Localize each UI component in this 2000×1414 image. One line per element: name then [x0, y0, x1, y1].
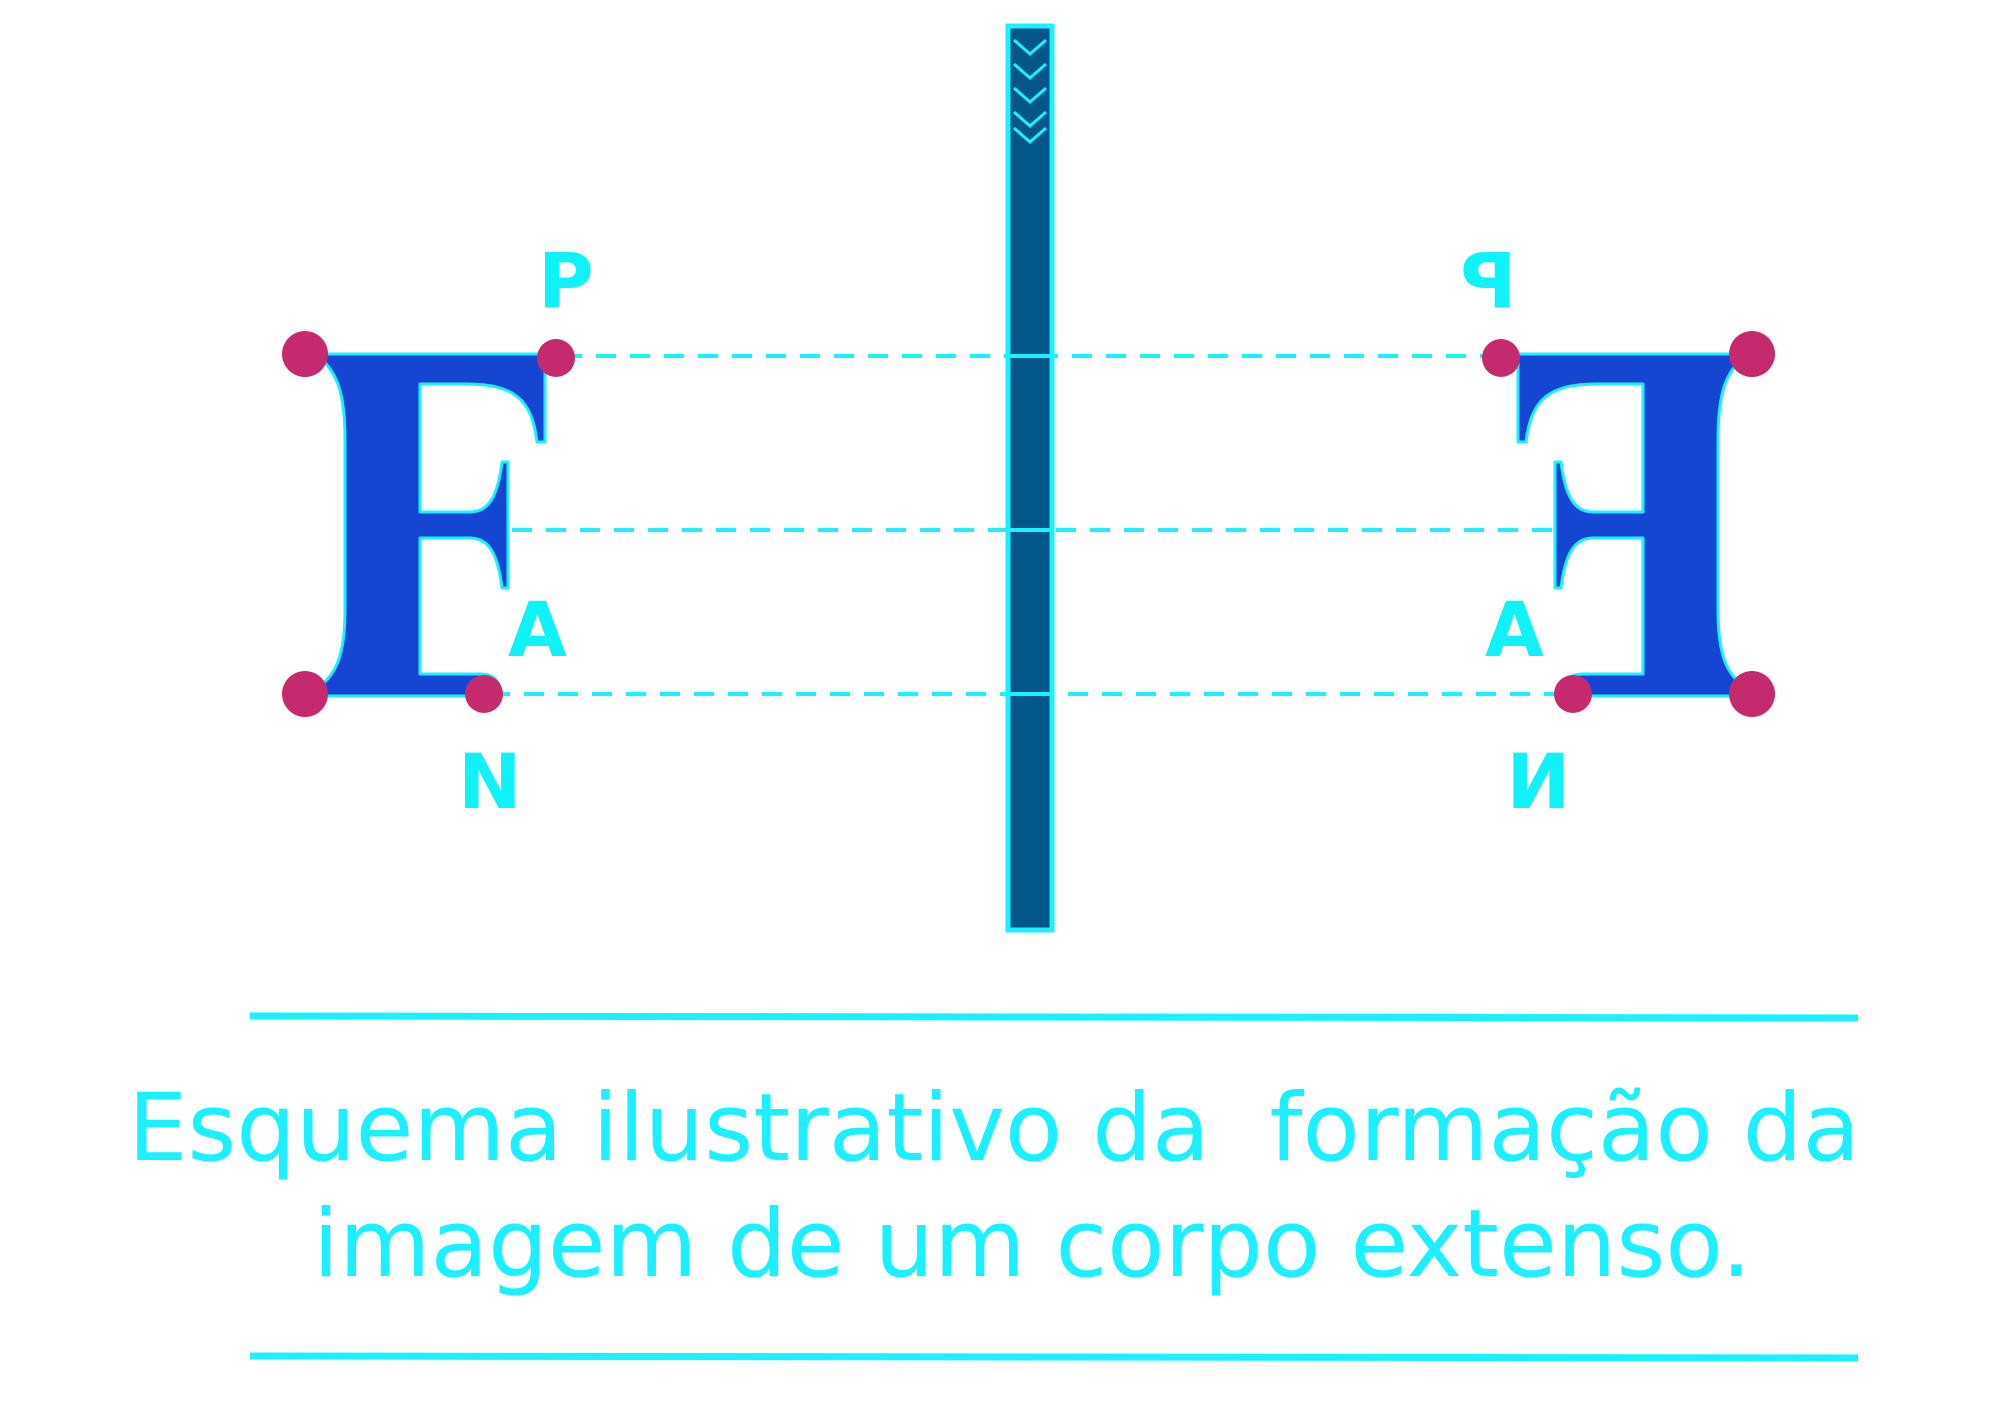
image-letter-shape [1516, 352, 1760, 698]
label-object-n: N [458, 737, 522, 826]
mirror-body [1005, 23, 1055, 933]
label-image-n: N [1506, 737, 1570, 826]
image-point-n [1554, 675, 1592, 713]
image-point-p [1482, 339, 1520, 377]
image-letter [1516, 352, 1760, 698]
label-object-p: P [538, 236, 594, 325]
label-image-p: P [1460, 236, 1516, 325]
marked-points [282, 331, 1775, 717]
caption-line-1: Esquema ilustrativo da formação da [127, 1074, 1861, 1183]
object-corner-top-left [282, 331, 328, 377]
caption-rule-bottom [249, 1352, 1859, 1362]
label-object-a: A [508, 585, 567, 674]
label-image-a: A [1485, 585, 1544, 674]
mirror-segment-marks [1010, 354, 1050, 696]
plane-mirror [1005, 23, 1055, 933]
caption-rule-top [249, 1012, 1859, 1022]
object-letter-shape [303, 352, 547, 698]
object-letter [303, 352, 547, 698]
object-point-p [537, 339, 575, 377]
object-point-n [465, 675, 503, 713]
image-corner-top-right [1729, 331, 1775, 377]
object-corner-bottom-left [282, 671, 328, 717]
mirror-hatch-marks [1013, 38, 1047, 144]
image-corner-bottom-right [1729, 671, 1775, 717]
caption-line-2: imagem de um corpo extenso. [312, 1190, 1752, 1299]
